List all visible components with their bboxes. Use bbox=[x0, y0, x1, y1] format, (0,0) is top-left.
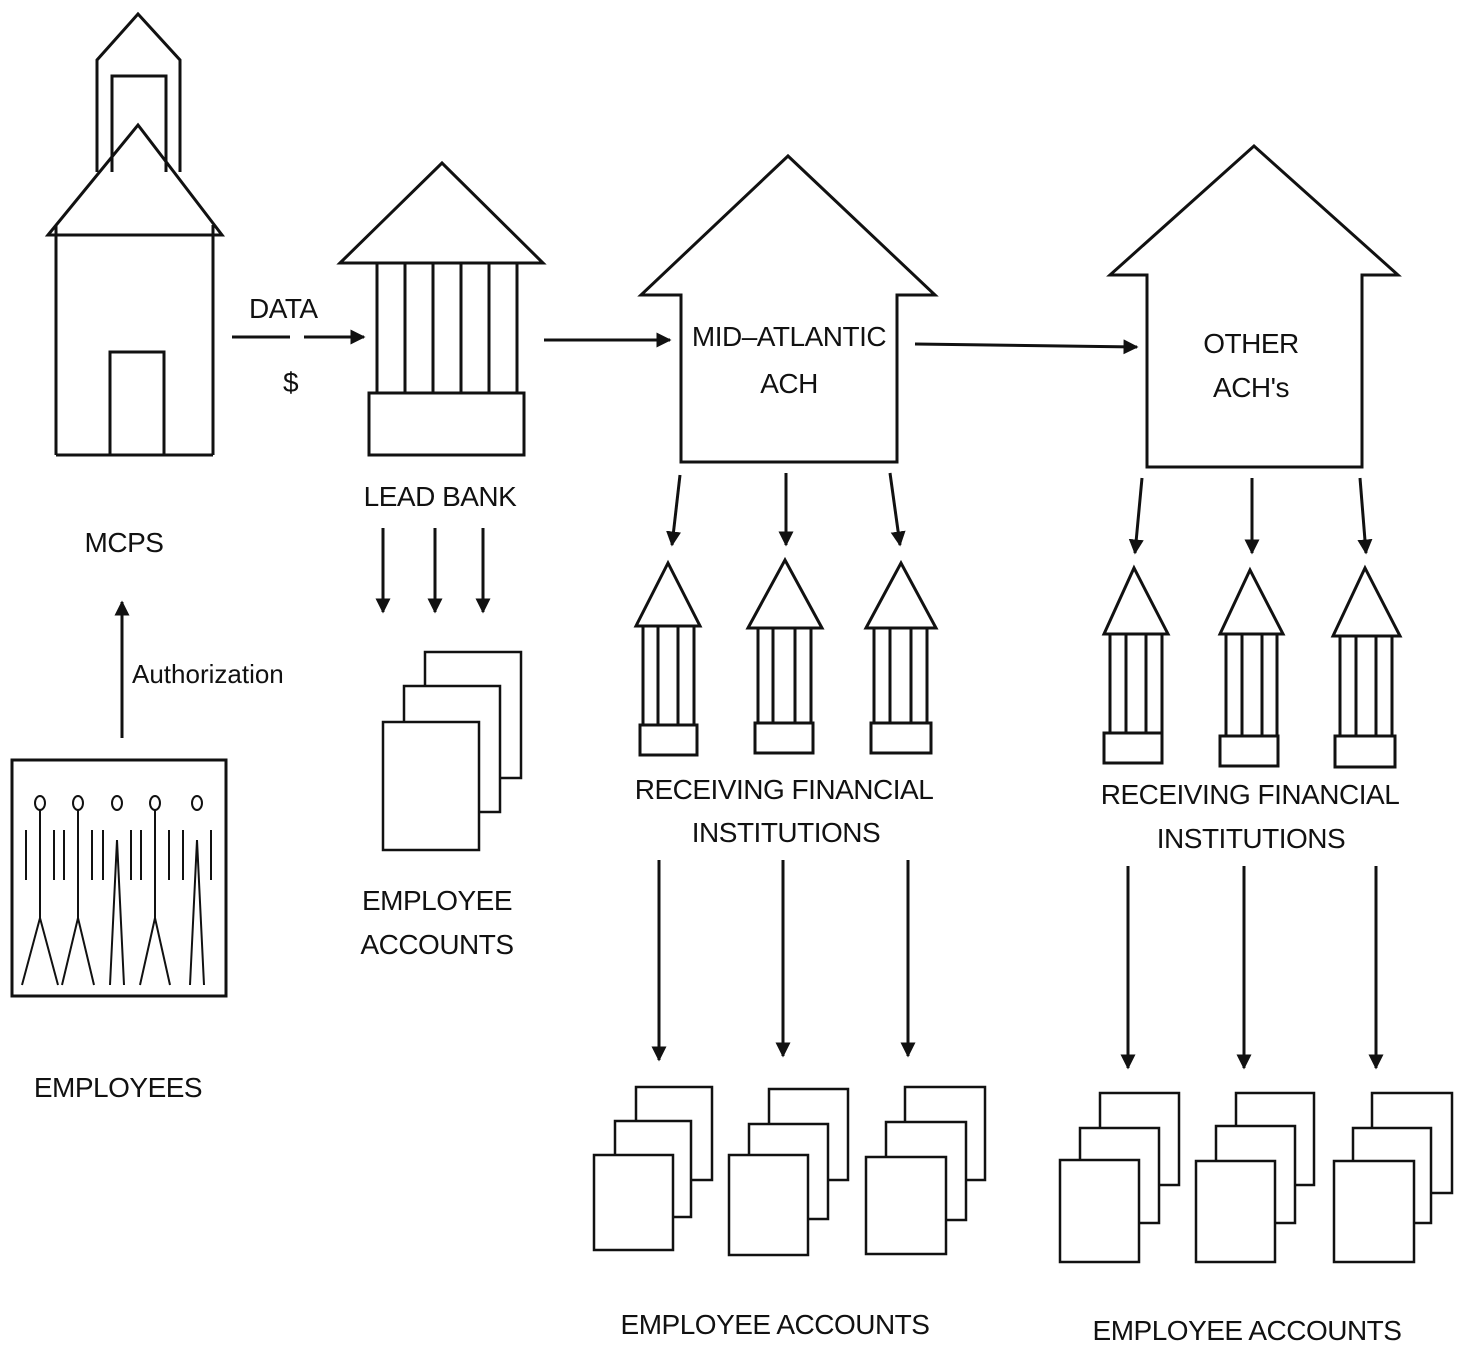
authorization-label: Authorization bbox=[132, 659, 284, 689]
other-ach-label-line1: OTHER bbox=[1203, 328, 1299, 359]
lead-accounts-label-line2: ACCOUNTS bbox=[360, 929, 513, 960]
lead-employee-accounts-stack-icon bbox=[383, 652, 521, 850]
rfi-right-label-line1: RECEIVING FINANCIAL bbox=[1101, 779, 1400, 810]
employees-group-icon bbox=[12, 760, 226, 996]
other-ach-arrow-1 bbox=[1135, 478, 1142, 553]
mid-atlantic-label-line1: MID–ATLANTIC bbox=[692, 321, 886, 352]
mid-atlantic-ach-building-icon bbox=[641, 156, 935, 462]
lead-accounts-label-line1: EMPLOYEE bbox=[362, 885, 512, 916]
receiving-bank-icon bbox=[636, 563, 700, 755]
other-ach-arrow-3 bbox=[1360, 478, 1366, 553]
mcps-label: MCPS bbox=[85, 527, 164, 558]
other-ach-label-line2: ACH's bbox=[1213, 372, 1289, 403]
rfi-right-label-line2: INSTITUTIONS bbox=[1157, 823, 1345, 854]
data-label: DATA bbox=[249, 293, 318, 324]
other-ach-building-icon bbox=[1110, 146, 1398, 467]
employee-accounts-stack-icon bbox=[729, 1089, 848, 1255]
receiving-bank-icon bbox=[1333, 568, 1400, 767]
receiving-bank-icon bbox=[748, 560, 822, 753]
rfi-left-label-line1: RECEIVING FINANCIAL bbox=[635, 774, 934, 805]
employee-accounts-stack-icon bbox=[1060, 1093, 1179, 1262]
receiving-bank-icon bbox=[866, 563, 936, 753]
dollar-label: $ bbox=[283, 367, 299, 398]
mid-atlantic-to-other-arrow bbox=[915, 344, 1137, 347]
receiving-bank-icon bbox=[1104, 568, 1168, 763]
lead-bank-label: LEAD BANK bbox=[364, 481, 517, 512]
mcps-schoolhouse-icon bbox=[48, 14, 222, 455]
employee-accounts-right-label: EMPLOYEE ACCOUNTS bbox=[1093, 1315, 1402, 1346]
employees-label: EMPLOYEES bbox=[34, 1072, 202, 1103]
employee-accounts-stack-icon bbox=[1334, 1093, 1452, 1262]
mid-atlantic-arrow-1 bbox=[672, 475, 680, 545]
employee-accounts-stack-icon bbox=[594, 1087, 712, 1250]
employee-accounts-stack-icon bbox=[866, 1087, 985, 1254]
mid-atlantic-arrow-3 bbox=[890, 473, 900, 545]
employee-accounts-left-label: EMPLOYEE ACCOUNTS bbox=[621, 1309, 930, 1340]
receiving-bank-icon bbox=[1220, 570, 1283, 766]
lead-bank-icon bbox=[340, 163, 543, 455]
mid-atlantic-label-line2: ACH bbox=[760, 368, 818, 399]
rfi-left-label-line2: INSTITUTIONS bbox=[692, 817, 880, 848]
employee-accounts-stack-icon bbox=[1196, 1093, 1314, 1262]
